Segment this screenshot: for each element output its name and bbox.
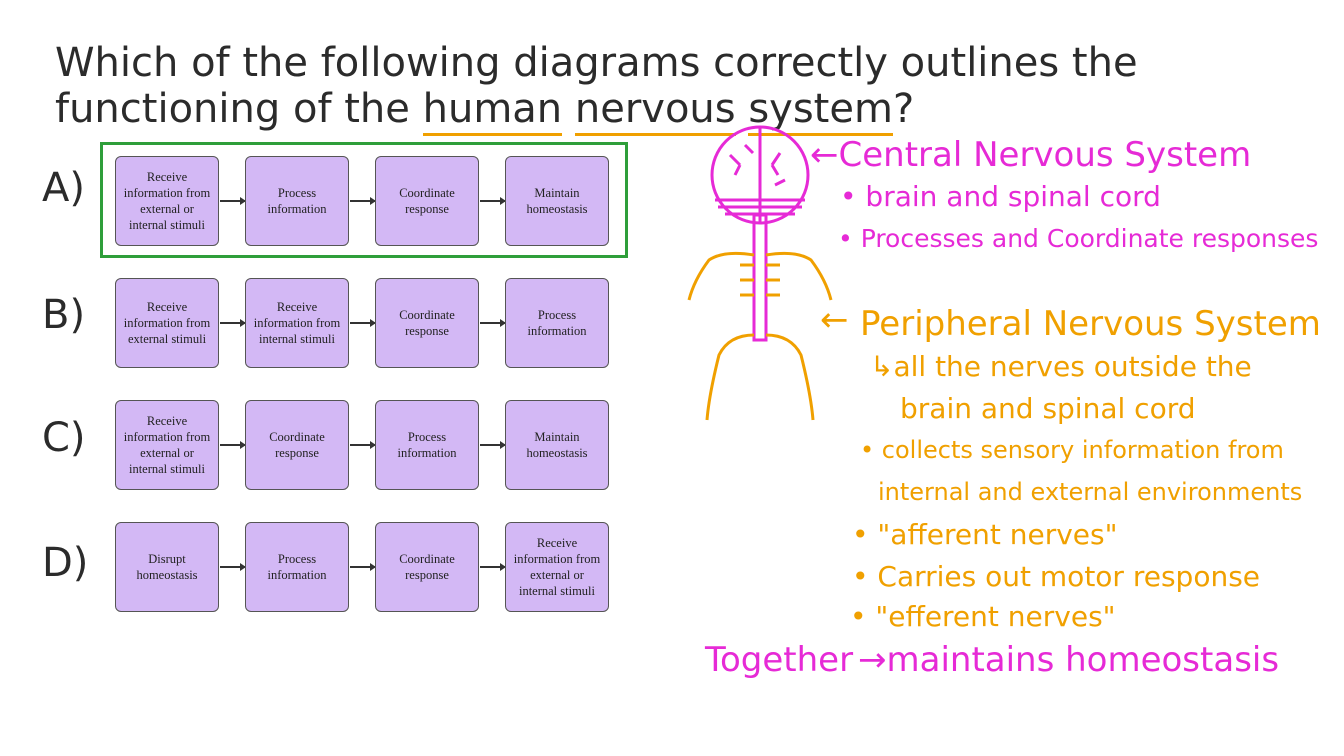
spinal-cord-icon [752,213,768,342]
arrow-icon [350,441,376,449]
option-a-step-2: Process information [245,156,349,246]
option-b-step-1: Receive information from external stimul… [115,278,219,368]
arrow-icon [220,319,246,327]
arrow-icon [480,197,506,205]
option-c-step-3: Process information [375,400,479,490]
arrow-icon [350,319,376,327]
option-d-step-1: Disrupt homeostasis [115,522,219,612]
option-a-step-1: Receive information from external or int… [115,156,219,246]
pns-point-2b: internal and external environments [878,478,1303,506]
option-a-flowchart[interactable]: Receive information from external or int… [115,156,609,248]
together-conclusion: →maintains homeostasis [858,640,1280,680]
cns-point-1: • brain and spinal cord [840,180,1161,213]
arrow-icon [350,197,376,205]
nerves-icon [687,251,833,421]
answer-highlight-box [100,142,628,258]
cns-title: ←Central Nervous System [810,135,1252,175]
question-mark: ? [892,86,915,132]
pns-point-4: • Carries out motor response [852,560,1261,593]
option-b-step-4: Process information [505,278,609,368]
arrow-icon [480,319,506,327]
option-b-step-2: Receive information from internal stimul… [245,278,349,368]
question-text: Which of the following diagrams correctl… [55,40,1295,136]
option-c-step-1: Receive information from external or int… [115,400,219,490]
option-c-flowchart[interactable]: Receive information from external or int… [115,400,609,492]
option-c-step-4: Maintain homeostasis [505,400,609,490]
option-letter-a: A) [42,165,85,211]
pns-arrow-icon: ← [820,300,849,340]
option-letter-c: C) [42,415,86,461]
pns-point-5: • "efferent nerves" [850,600,1116,633]
arrow-icon [480,441,506,449]
option-d-flowchart[interactable]: Disrupt homeostasis Process information … [115,522,609,614]
arrow-icon [350,563,376,571]
option-d-step-3: Coordinate response [375,522,479,612]
option-d-step-4: Receive information from external or int… [505,522,609,612]
option-d-step-2: Process information [245,522,349,612]
cns-point-2: • Processes and Coordinate responses [838,224,1319,253]
question-underlined-human: human [422,86,563,136]
pns-point-2: • collects sensory information from [860,436,1284,464]
arrow-icon [480,563,506,571]
option-letter-d: D) [42,540,89,586]
question-underlined-system: system [748,86,893,136]
arrow-icon [220,197,246,205]
brain-icon [710,125,810,225]
question-part1: Which of the following diagrams correctl… [55,40,1138,132]
arrow-icon [220,441,246,449]
question-underlined-nervous: nervous [574,86,736,136]
pns-point-3: • "afferent nerves" [852,518,1118,551]
arrow-icon [220,563,246,571]
option-a-step-4: Maintain homeostasis [505,156,609,246]
option-a-step-3: Coordinate response [375,156,479,246]
pns-point-1: ↳all the nerves outside the [870,350,1252,383]
together-label: Together [705,640,854,680]
option-c-step-2: Coordinate response [245,400,349,490]
pns-point-1b: brain and spinal cord [900,392,1196,425]
pns-title: Peripheral Nervous System [860,304,1321,344]
nervous-system-figure [687,125,833,421]
option-b-flowchart[interactable]: Receive information from external stimul… [115,278,609,370]
option-b-step-3: Coordinate response [375,278,479,368]
option-letter-b: B) [42,292,86,338]
